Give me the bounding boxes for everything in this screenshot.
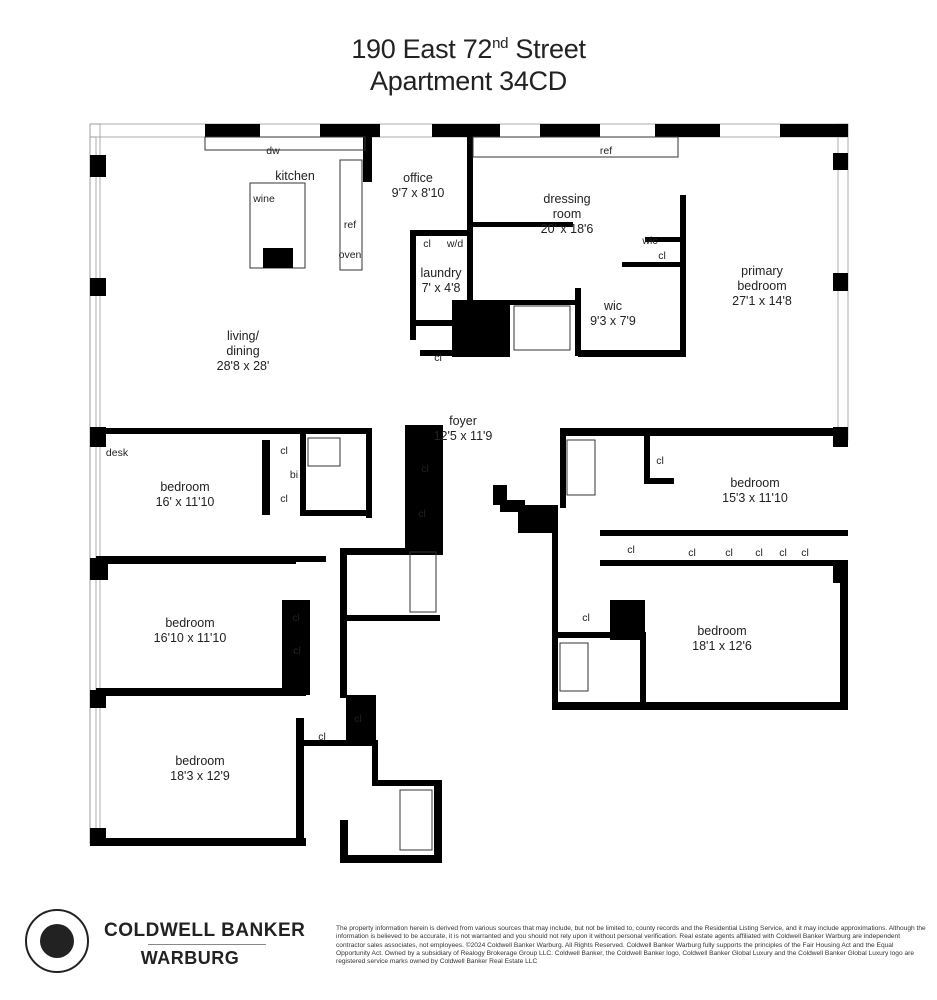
label-ref: ref [344,219,356,231]
room-living-dims: 28'8 x 28' [217,359,270,373]
svg-text:CB: CB [43,934,66,951]
plan-subtitle: Apartment 34CD [370,66,567,96]
room-bedroom-4: bedroom [697,624,746,638]
disclaimer: The property information herein is deriv… [336,925,926,966]
title-text-suffix: Street [508,34,586,64]
label-desk: desk [106,447,129,459]
fixture-labels: dw wine ref oven ref w/d wic desk bi cl c… [106,145,809,743]
room-kitchen: kitchen [275,169,315,183]
label-washer-dryer: w/d [446,238,464,250]
room-wic-dims: 9'3 x 7'9 [590,314,636,328]
room-bedroom-3-dims: 16'10 x 11'10 [154,631,227,645]
room-foyer: foyer [449,414,477,428]
label-bi: bi [290,469,298,481]
room-bedroom-2-dims: 15'3 x 11'10 [722,491,788,505]
room-living-2: dining [226,344,259,358]
fixtures-outline [204,136,679,851]
label-closet: cl [292,612,300,624]
label-wine: wine [252,193,275,205]
room-laundry: laundry [421,266,463,280]
room-laundry-dims: 7' x 4'8 [422,281,461,295]
label-wic: wic [641,235,657,247]
label-closet: cl [627,544,635,556]
label-closet: cl [293,645,301,657]
label-closet: cl [725,547,733,559]
room-primary-2: bedroom [737,279,786,293]
room-office-dims: 9'7 x 8'10 [392,186,445,200]
label-closet: cl [582,612,590,624]
room-foyer-dims: 12'5 x 11'9 [434,429,493,443]
label-closet: cl [434,352,442,364]
title-text: 190 East 72 [351,34,493,64]
title-superscript: nd [492,35,509,52]
label-closet: cl [423,238,431,250]
room-labels: kitchen office 9'7 x 8'10 laundry 7' x 4… [154,169,792,783]
label-closet: cl [801,547,809,559]
room-bedroom-1: bedroom [160,480,209,494]
room-bedroom-2: bedroom [730,476,779,490]
room-dressing: dressing [543,192,590,206]
label-closet: cl [779,547,787,559]
label-closet: cl [318,731,326,743]
label-dishwasher: dw [266,145,280,157]
walls [90,124,848,863]
room-dressing-dims: 20' x 18'6 [541,222,594,236]
label-oven: oven [339,249,362,261]
room-bedroom-3: bedroom [165,616,214,630]
label-closet: cl [656,455,664,467]
room-dressing-2: room [553,207,581,221]
label-closet: cl [418,508,426,520]
label-closet: cl [421,463,429,475]
room-bedroom-5: bedroom [175,754,224,768]
label-ref-2: ref [600,145,612,157]
room-bedroom-1-dims: 16' x 11'10 [156,495,215,509]
room-bedroom-5-dims: 18'3 x 12'9 [170,769,230,783]
room-office: office [403,171,433,185]
label-closet: cl [354,713,362,725]
room-primary: primary [741,264,783,278]
room-bedroom-4-dims: 18'1 x 12'6 [692,639,752,653]
label-closet: cl [755,547,763,559]
room-living: living/ [227,329,259,343]
plan-title: 190 East 72nd Street [0,34,937,64]
label-closet: cl [280,493,288,505]
label-closet: cl [658,250,666,262]
room-primary-dims: 27'1 x 14'8 [732,294,792,308]
global-luxury-logo: CB [25,909,89,973]
brand-name: COLDWELL BANKER [104,920,306,941]
floor-plan: kitchen office 9'7 x 8'10 laundry 7' x 4… [89,123,849,863]
brand-office: WARBURG [140,948,240,968]
label-closet: cl [688,547,696,559]
brand-divider [148,944,266,945]
room-wic: wic [603,299,622,313]
label-closet: cl [280,445,288,457]
